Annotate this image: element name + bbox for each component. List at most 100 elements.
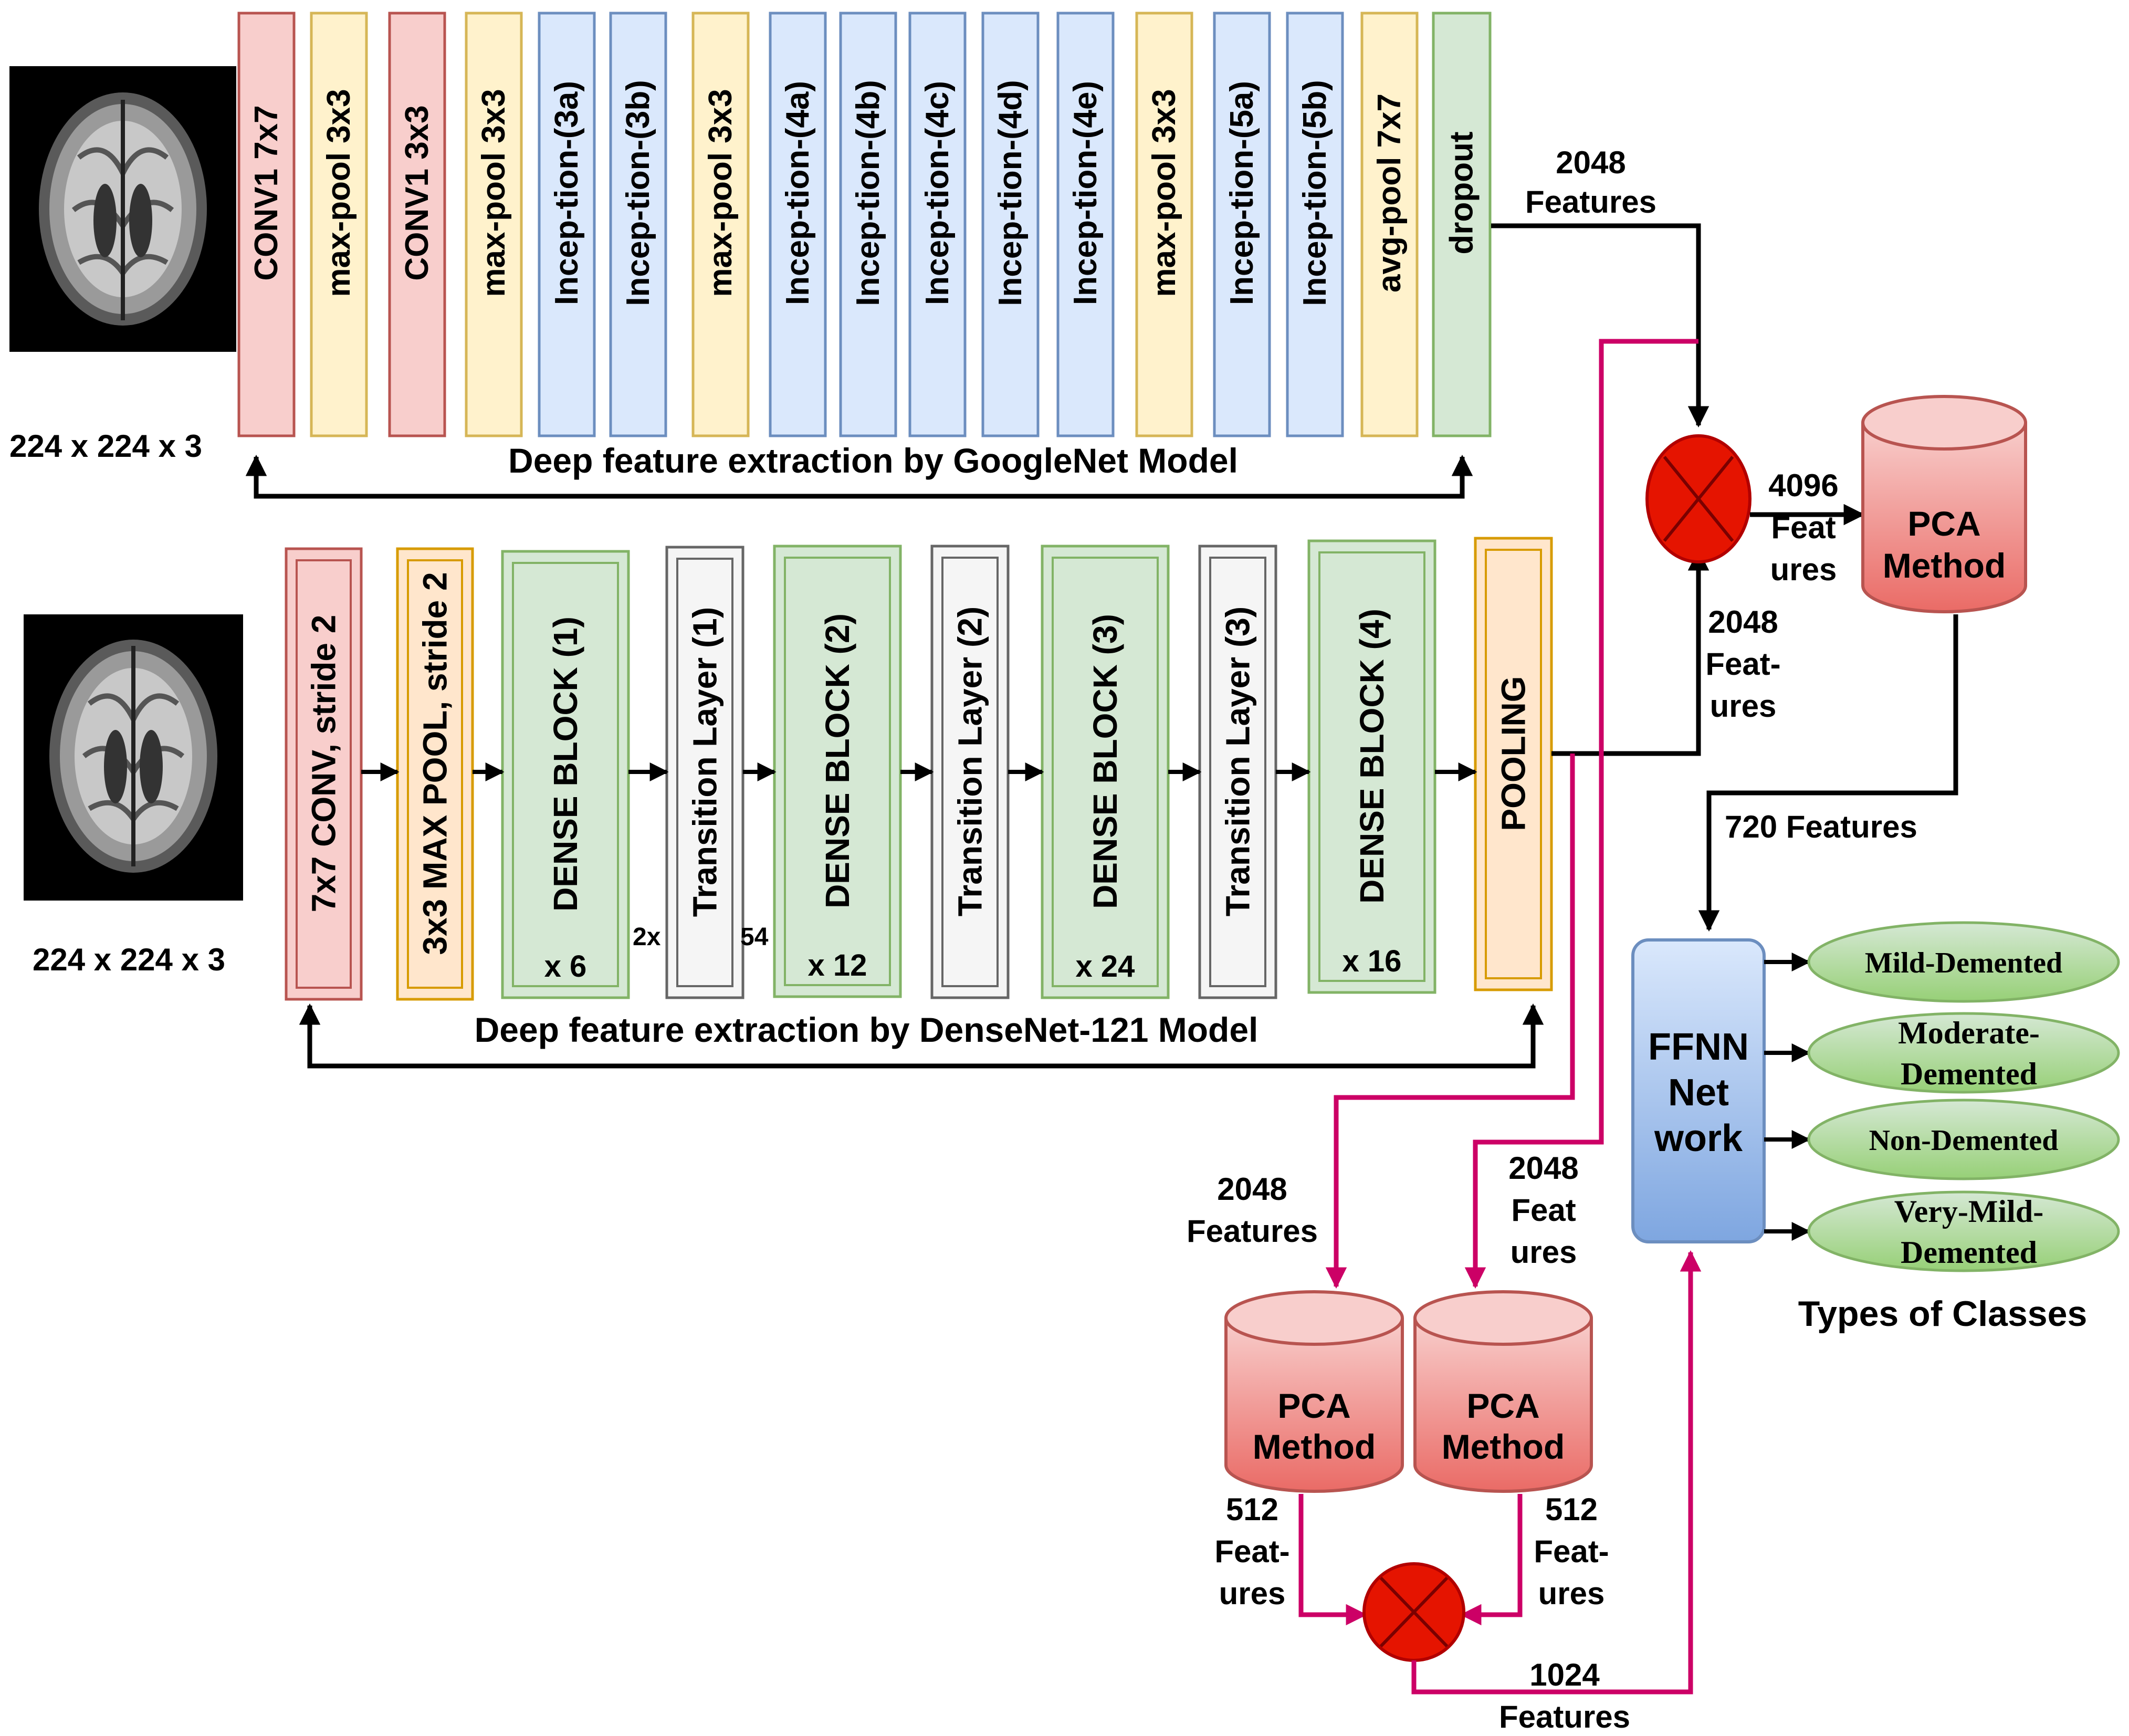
densenet-block: Transition Layer (2) [930, 545, 1010, 999]
densenet-block-repeat: x 24 [1076, 949, 1135, 984]
lower-right-out-line2: Feat- [1534, 1534, 1609, 1569]
googlenet-layer-label: CONV1 7x7 [248, 105, 285, 280]
lower-fusion-to-ffnn-arrow [1411, 1250, 1702, 1695]
pca-right-to-fusion-arrow [1460, 1494, 1523, 1626]
ffnn-line1: FFNN [1648, 1026, 1749, 1068]
googlenet-layer: CONV1 3x3 [388, 12, 446, 437]
googlenet-layers: CONV1 7x7 max-pool 3x3 CONV1 3x3 max-pool 3… [237, 12, 1492, 437]
densenet-input-size: 224 x 224 x 3 [33, 942, 225, 977]
pca-lower-left-line1: PCA [1277, 1386, 1350, 1425]
googlenet-layer-label: max-pool 3x3 [702, 89, 739, 297]
googlenet-layer-label: max-pool 3x3 [321, 89, 357, 297]
densenet-span-arrow [299, 1003, 1544, 1069]
googlenet-layer-label: Incep-tion-(4d) [992, 80, 1029, 306]
densenet-block: DENSE BLOCK (3) x 24 [1041, 545, 1170, 999]
googlenet-layer: Incep-tion-(4e) [1056, 12, 1115, 437]
googlenet-layer: CONV1 7x7 [237, 12, 296, 437]
mri-image-densenet [24, 614, 243, 901]
pca-to-ffnn-arrow [1698, 614, 1958, 932]
googlenet-layer-label: Incep-tion-(4b) [850, 80, 886, 306]
mri-image-googlenet [9, 66, 236, 352]
fused-line3: ures [1770, 552, 1837, 587]
class-nodes: Mild-DementedModerate-DementedNon-Dement… [1764, 921, 2120, 1272]
googlenet-layer-label: Incep-tion-(4c) [919, 81, 956, 305]
class-label: Moderate- [1898, 1016, 2040, 1050]
ffnn-line2: Net [1668, 1072, 1729, 1114]
googlenet-layer-label: Incep-tion-(5a) [1224, 81, 1260, 305]
densenet-block-label: POOLING [1495, 676, 1533, 831]
googlenet-layer-label: Incep-tion-(5b) [1297, 80, 1333, 306]
pca-lower-left-line2: Method [1253, 1427, 1376, 1466]
googlenet-span-arrow [245, 454, 1473, 499]
googlenet-layer: dropout [1432, 12, 1492, 437]
lower-fused-line1: 1024 [1529, 1657, 1600, 1692]
densenet-block-label: DENSE BLOCK (2) [819, 613, 856, 908]
pca-lower-right-line2: Method [1442, 1427, 1565, 1466]
googlenet-layer: Incep-tion-(5b) [1286, 12, 1344, 437]
googlenet-layer: Incep-tion-(4b) [839, 12, 897, 437]
pca-cylinder-lower-left: PCA Method [1224, 1290, 1404, 1493]
googlenet-layer: max-pool 3x3 [465, 12, 523, 437]
pca-left-to-fusion-arrow [1298, 1494, 1368, 1626]
densenet-block-repeat: x 12 [808, 948, 867, 982]
class-node: Non-Demented [1764, 1099, 2120, 1180]
lower-left-out-line3: ures [1219, 1576, 1286, 1611]
class-node: Moderate-Demented [1764, 1012, 2120, 1094]
lower-right-out-line3: ures [1538, 1576, 1605, 1611]
pca-upper-line2: Method [1883, 546, 2006, 585]
googlenet-layer: Incep-tion-(3a) [538, 12, 596, 437]
densenet-block-label: DENSE BLOCK (3) [1086, 614, 1124, 909]
pca-lower-right-line1: PCA [1466, 1386, 1539, 1425]
densenet-block: Transition Layer (1) [665, 546, 744, 999]
googlenet-layer-label: dropout [1444, 131, 1480, 254]
densenet-block-repeat: x 16 [1343, 944, 1402, 978]
fusion-node-lower [1362, 1562, 1465, 1662]
class-label: Non-Demented [1869, 1124, 2059, 1157]
densenet-block-label: 3x3 MAX POOL, stride 2 [416, 572, 454, 955]
googlenet-layer: Incep-tion-(3b) [609, 12, 667, 437]
ffnn-network: FFNN Net work [1631, 938, 1766, 1243]
densenet-block: DENSE BLOCK (1) x 6 [501, 550, 630, 999]
densenet-block: 7x7 CONV, stride 2 [285, 547, 363, 1001]
ffnn-line3: work [1654, 1117, 1743, 1159]
lower-fused-line2: Features [1499, 1699, 1630, 1734]
densenet-block-label: Transition Layer (1) [686, 607, 724, 917]
densenet-blocks: 7x7 CONV, stride 2 3x3 MAX POOL, stride 2… [285, 537, 1553, 1001]
lower-right-in-line1: 2048 [1508, 1151, 1578, 1186]
googlenet-layer: Incep-tion-(5a) [1213, 12, 1271, 437]
googlenet-layer: Incep-tion-(4a) [769, 12, 827, 437]
googlenet-to-pca-right-arrow [1464, 339, 1698, 1289]
googlenet-layer: max-pool 3x3 [691, 12, 750, 437]
googlenet-layer-label: Incep-tion-(3b) [620, 80, 656, 306]
densenet-overlap-text-left: 2x [633, 923, 661, 951]
densenet-block-label: DENSE BLOCK (4) [1353, 609, 1391, 904]
googlenet-out-line2: Features [1525, 184, 1656, 219]
densenet-out-line2: Feat- [1705, 646, 1780, 682]
googlenet-layer-label: Incep-tion-(4e) [1067, 81, 1104, 305]
densenet-out-line3: ures [1710, 688, 1777, 724]
pca-upper-line1: PCA [1907, 504, 1980, 543]
fused-line1: 4096 [1768, 468, 1838, 503]
lower-right-in-line3: ures [1511, 1235, 1577, 1270]
densenet-block: POOLING [1474, 537, 1553, 991]
pca-output-label: 720 Features [1725, 809, 1917, 844]
lower-left-in-line2: Features [1187, 1214, 1318, 1249]
densenet-block-label: DENSE BLOCK (1) [547, 616, 584, 912]
densenet-block: DENSE BLOCK (4) x 16 [1307, 539, 1436, 994]
densenet-block: Transition Layer (3) [1198, 545, 1277, 999]
googlenet-layer-label: max-pool 3x3 [1146, 89, 1182, 297]
googlenet-out-line1: 2048 [1556, 145, 1625, 180]
fused-line2: Feat [1771, 510, 1836, 545]
pca-cylinder-upper: PCA Method [1861, 395, 2027, 613]
googlenet-layer: Incep-tion-(4c) [908, 12, 967, 437]
googlenet-layer: avg-pool 7x7 [1360, 12, 1419, 437]
googlenet-layer: Incep-tion-(4d) [981, 12, 1040, 437]
googlenet-layer: max-pool 3x3 [1135, 12, 1193, 437]
fusion-node-upper [1645, 434, 1752, 563]
densenet-block-repeat: x 6 [544, 949, 587, 984]
googlenet-layer-label: max-pool 3x3 [476, 89, 512, 297]
googlenet-layer-label: Incep-tion-(4a) [780, 81, 816, 305]
densenet-out-line1: 2048 [1708, 604, 1778, 640]
